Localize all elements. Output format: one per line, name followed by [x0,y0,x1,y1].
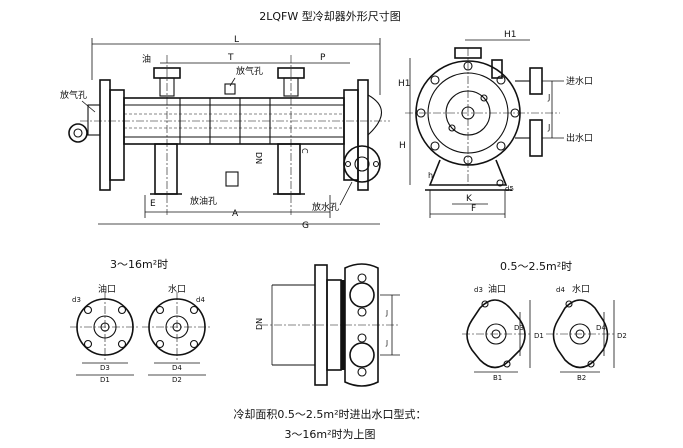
section-large-D3: D3 [100,364,110,372]
label-oil-top: 油 [142,53,151,65]
dim-L: L [234,35,239,45]
section-small-oil-port: 油口 [488,283,506,295]
section-small-water-port: 水口 [572,283,590,295]
dim-P: P [320,53,326,63]
dim-H1-side: H1 [398,79,411,89]
dim-J-1: J [547,93,550,102]
section-small-title: 0.5～2.5m²时 [500,260,572,273]
label-water-in: 进水口 [566,75,593,87]
drawing-title: 2LQFW 型冷却器外形尺寸图 [259,9,401,23]
section-small-d4: d4 [556,286,565,294]
section-small-D4: D4 [596,324,606,332]
section-small-d3: d3 [474,286,483,294]
dim-E: E [150,199,156,209]
section-large-d4: d4 [196,296,205,304]
dim-G: G [302,221,309,231]
label-drain-water: 放水孔 [312,201,339,213]
section-large: 3～16m²时 油口 d3 D3 D1 水口 d4 D4 D2 [70,258,212,384]
dim-J-2: J [547,123,550,132]
dim-d5: d5 [505,185,514,193]
label-DN-side: DN [254,152,263,164]
dim-T: T [227,53,234,63]
label-C: C [300,148,309,154]
dim-F: F [471,204,476,214]
label-water-out: 出水口 [566,132,593,144]
dim-K: K [466,194,473,204]
middle-J-1: J [385,309,388,317]
dim-H: H [399,141,406,151]
label-drain-oil: 放油孔 [190,195,217,207]
caption-line2: 3～16m²时为上图 [284,428,375,441]
section-large-d3: d3 [72,296,81,304]
dim-h: h [428,171,433,180]
section-small-D2: D2 [617,332,627,340]
end-view: H1 进水口 出水口 J J [398,30,593,218]
dim-H1-top: H1 [504,30,517,40]
section-small-B2: B2 [577,374,586,382]
side-view: L T P 油 放气孔 放气孔 [60,35,390,231]
section-large-water-port: 水口 [168,283,186,295]
section-large-D4: D4 [172,364,182,372]
section-large-oil-port: 油口 [98,283,116,295]
middle-view: DN J J [255,263,400,387]
caption-line1: 冷却面积0.5～2.5m²时进出水口型式： [233,407,426,421]
label-air-vent-left: 放气孔 [60,89,87,101]
section-large-D1: D1 [100,376,110,384]
middle-DN: DN [255,318,264,330]
section-small: 0.5～2.5m²时 油口 d3 D1 D3 B1 水口 d4 D2 D4 B2 [462,260,627,382]
section-small-B1: B1 [493,374,502,382]
section-large-D2: D2 [172,376,182,384]
section-small-D3: D3 [514,324,524,332]
section-small-D1: D1 [534,332,544,340]
label-exhaust-hole: 放气孔 [236,65,263,77]
dim-A: A [232,209,239,219]
section-large-title: 3～16m²时 [110,258,168,271]
middle-J-2: J [385,339,388,347]
